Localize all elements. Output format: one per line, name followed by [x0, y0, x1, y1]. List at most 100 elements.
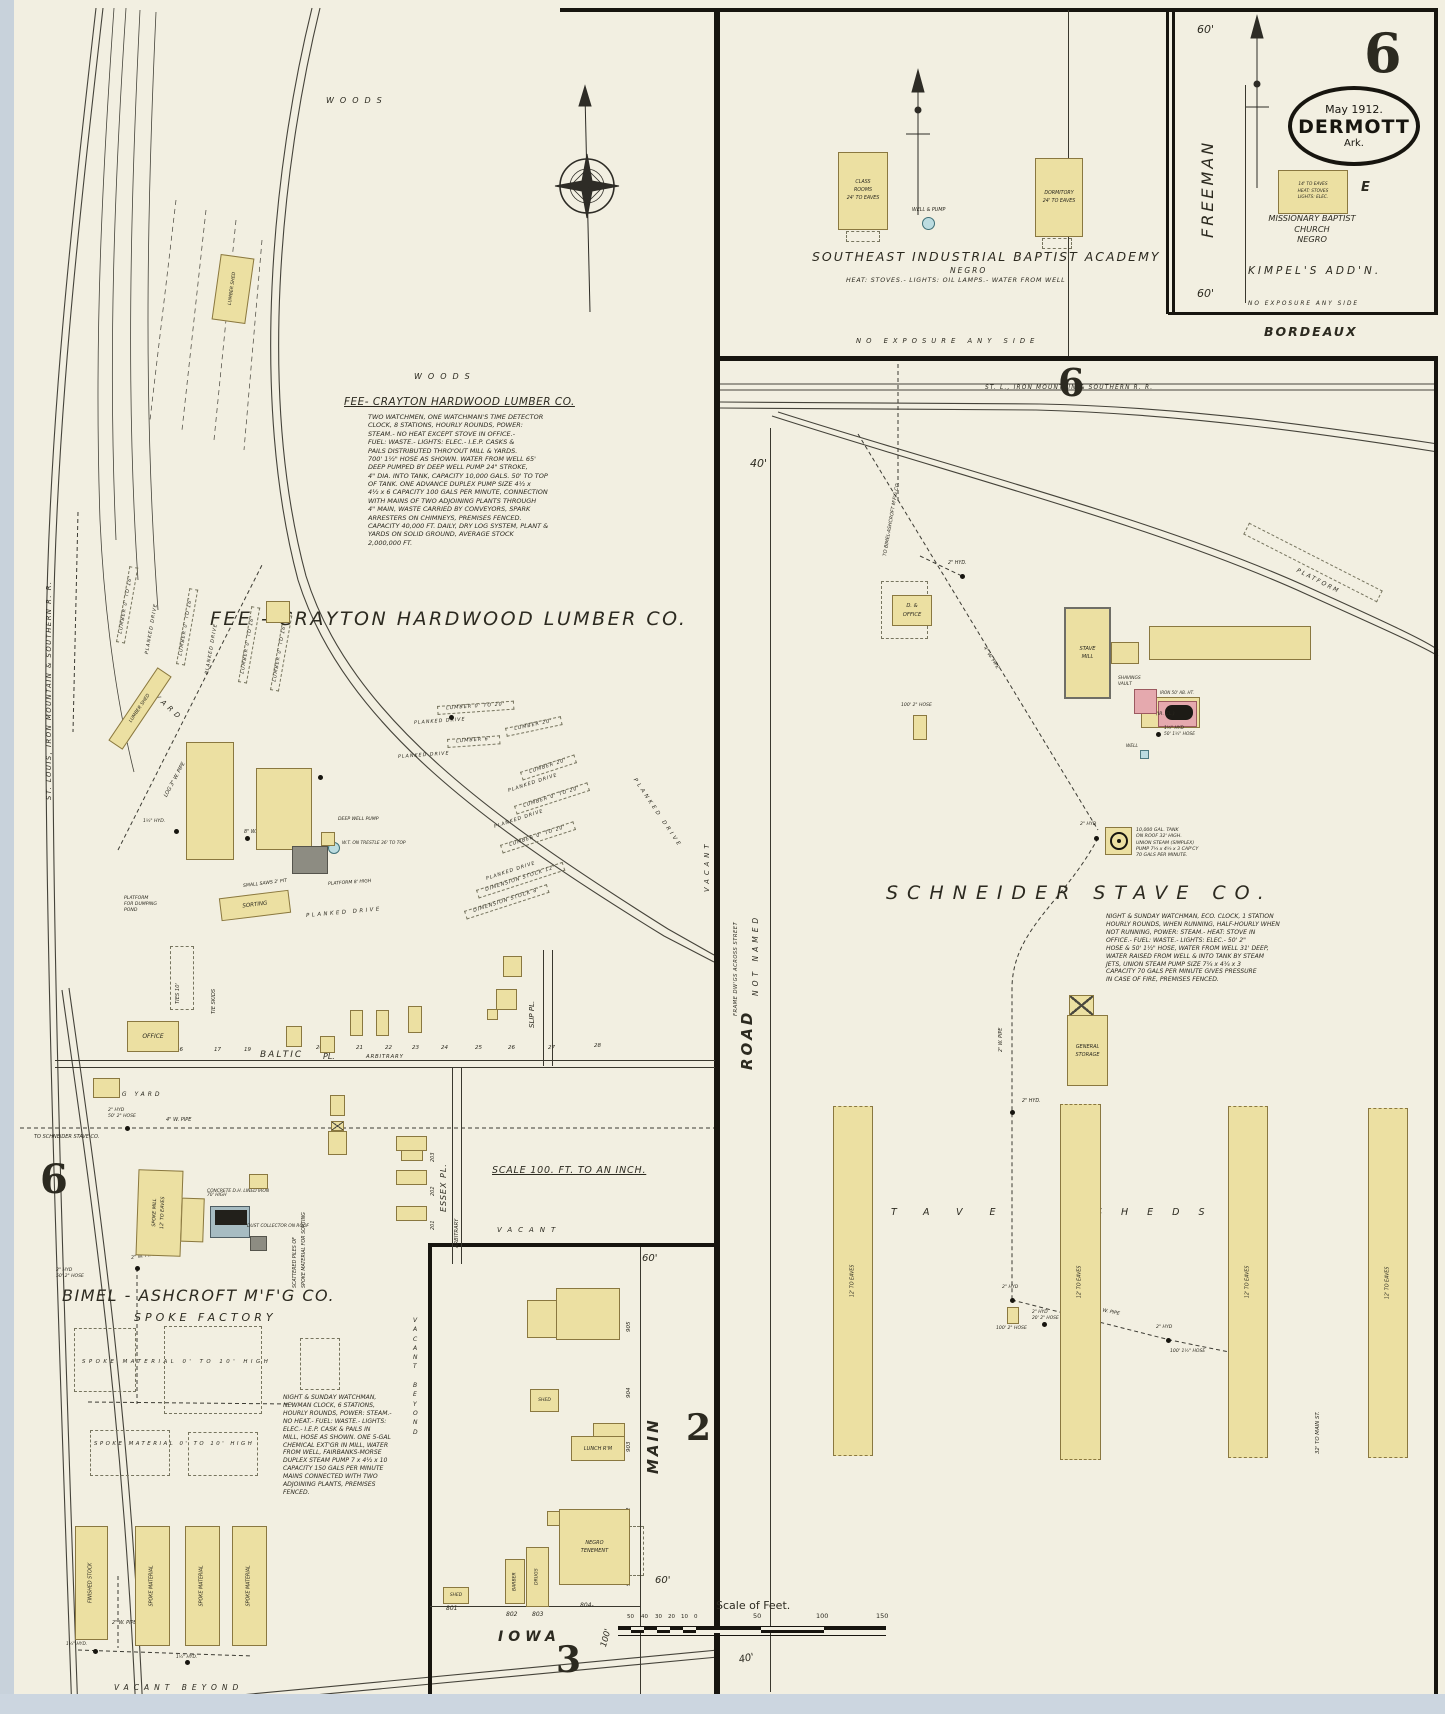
bottom-iowa-lots-3: 804-	[580, 1602, 594, 1609]
streets-baltic-lots-9: 25	[475, 1045, 482, 1051]
bimel-pipe2b: 2" W. PIPE	[112, 1621, 137, 1626]
slip-dwelling-2	[496, 989, 517, 1010]
sheet-right-panel-ref: 6	[1058, 360, 1085, 405]
schneider-mill-attach	[1111, 642, 1139, 664]
schneider-hose-house-south	[1007, 1307, 1019, 1324]
railroad-siding	[111, 7, 127, 541]
fee-crayton-yard-rows-9: LUMBER 0' TO 20'	[500, 821, 577, 854]
sub-shed-1: SHED	[530, 1389, 559, 1412]
schneider-stave-shed-2-label: 12' TO EAVES	[1077, 1265, 1083, 1299]
hydrant-dot	[1155, 731, 1161, 737]
academy-class-rooms-label: CLASS ROOMS 24' TO EAVES	[846, 180, 880, 201]
sub-drug-store-label: DRUGS	[534, 1568, 540, 1586]
bimel-strip-spoke-3-label: SPOKE MATERIAL	[246, 1565, 252, 1607]
fee-crayton-trestle-tank: W.T. ON TRESTLE 36' TO TOP	[342, 841, 406, 846]
bimel-hyd3: 1½" HYD.	[176, 1655, 198, 1660]
sub-dwelling-main	[556, 1288, 620, 1340]
compass-diamond	[569, 168, 605, 204]
essex-pl-street-line[interactable]	[452, 1068, 454, 1264]
sub-shed-2: SHED	[443, 1587, 469, 1604]
schneider-stave-shed-2: 12' TO EAVES	[1060, 1104, 1101, 1460]
yard-row-line	[149, 199, 263, 451]
slip-pl-street-line[interactable]	[543, 950, 545, 1066]
roof-tank-icon	[1109, 832, 1128, 850]
streets-essex-lots-0: 203	[430, 1152, 436, 1162]
hydrant-dot	[448, 714, 454, 720]
streets-baltic-pl: PL.	[323, 1052, 335, 1061]
schneider-stave-shed-1: 12' TO EAVES	[833, 1106, 873, 1456]
road-east-line[interactable]	[770, 428, 772, 1692]
streets-baltic-lots-3: 19	[244, 1047, 251, 1053]
border-schneider-top	[714, 356, 1438, 361]
border-kimpel-divider	[1166, 8, 1169, 314]
water-pipe-log	[117, 564, 263, 851]
compass-arrowhead	[578, 84, 592, 107]
streets-baltic-lots-10: 26	[508, 1045, 515, 1051]
kimpel-church: MISSIONARY BAPTIST CHURCH NEGRO	[1268, 213, 1356, 245]
baltic-dwelling-1	[286, 1026, 302, 1047]
fee-office-label: OFFICE	[142, 1032, 164, 1040]
sub-tenement-ext	[629, 1526, 644, 1576]
fee-crayton-platform-high: PLATFORM 8' HIGH	[327, 878, 372, 887]
kimpel-dim-top: 60'	[1197, 23, 1215, 36]
streets-baltic: BALTIC	[260, 1050, 304, 1060]
bimel-dust: DUST COLLECTOR ON ROOF	[247, 1224, 309, 1229]
sub-lunch-attach	[593, 1423, 625, 1437]
streets-essex: ESSEX PL.	[439, 1163, 448, 1212]
main-st-west-line[interactable]	[640, 1247, 642, 1714]
fee-lumber-shed-1-label: LUMBER SHED	[228, 272, 238, 306]
bimel-name: BIMEL - ASHCROFT M'F'G CO.	[62, 1286, 336, 1305]
streets-road-vacant: VACANT	[703, 840, 711, 892]
sub-lunch-room-label: LUNCH R'M	[583, 1445, 613, 1452]
essex-pl-street-line[interactable]	[461, 1068, 463, 1264]
scale-ticks-big-2: 150	[876, 1612, 889, 1620]
scale-bar-segment	[698, 1627, 886, 1630]
academy-well-icon	[922, 217, 935, 230]
railroad-yard-spur	[278, 7, 715, 956]
schneider-hyd-s2: 2" HYD 20' 2" HOSE	[1032, 1310, 1059, 1321]
streets-iowa: IOWA	[498, 1629, 561, 1645]
fee-crayton-pipe-to-schneider: TO SCHNEIDER STAVE CO.	[34, 1134, 100, 1140]
schneider-stave-shed-4: 12' TO EAVES	[1368, 1108, 1408, 1458]
sub-dwelling-wing	[527, 1300, 561, 1338]
bimel-strip-spoke-3: SPOKE MATERIAL	[232, 1526, 267, 1646]
slip-pl-street-line[interactable]	[552, 950, 554, 1066]
bimel-concrete: CONCRETE D.H. LINED IRON 70' HIGH	[207, 1189, 270, 1199]
fee-crayton-yard-rows-1: PLANKED DRIVE	[413, 717, 466, 726]
streets-baltic-lots-6: 22	[385, 1045, 392, 1051]
schneider-ir-cl: (IR. CL.)	[1156, 712, 1175, 717]
scale-bar-segment	[618, 1627, 698, 1630]
schneider-tank-note: 10,000 GAL. TANK ON ROOF 32' HIGH. UNION…	[1136, 828, 1199, 859]
streets-road: ROAD	[738, 1009, 756, 1070]
streets-baltic-lots-4: 20	[316, 1045, 323, 1052]
scale-ticks-small-0: 50	[627, 1614, 634, 1620]
hydrant-dot	[124, 1125, 130, 1131]
streets-baltic-lots-1: 16	[176, 1047, 183, 1053]
sub-drug-store: DRUGS	[526, 1547, 549, 1607]
fee-crayton-hyd-mill: 1½" HYD.	[143, 819, 166, 824]
schneider-to-bimel: TO BIMEL-ASHCROFT M'F'G CO.	[883, 481, 901, 557]
fee-office: OFFICE	[127, 1021, 179, 1052]
streets-slip: SLIP PL.	[528, 1000, 536, 1028]
fee-mill-main	[186, 742, 234, 860]
essex-dwelling-3	[396, 1206, 427, 1221]
fee-crayton-pipe4: 4" W. PIPE	[166, 1117, 192, 1123]
schneider-shavings-vault	[1134, 689, 1157, 714]
schneider-stave-mill: STAVE MILL	[1064, 607, 1111, 699]
north-arrow-kimpel-head	[1250, 14, 1264, 39]
bimel-material-box-4	[90, 1430, 170, 1476]
kimpel-block-letter: E	[1361, 180, 1370, 195]
fee-mill-gray	[292, 846, 328, 874]
hydrant-dot	[1041, 1321, 1047, 1327]
streets-road-frame: FRAME DW'GS ACROSS STREET	[733, 921, 739, 1016]
baltic-pl-street-line[interactable]	[55, 1067, 715, 1069]
fee-crayton-block-title: FEE- CRAYTON HARDWOOD LUMBER CO.	[344, 396, 575, 408]
sheet-iowa-st-ref: 3	[556, 1639, 582, 1681]
schneider-stave-shed-3: 12' TO EAVES	[1228, 1106, 1268, 1458]
baltic-pl-street-line[interactable]	[55, 1060, 715, 1062]
baltic-dwelling-5	[408, 1006, 422, 1033]
fee-crayton-hyd-baltic: 2" HYD 50' 2" HOSE	[108, 1108, 136, 1119]
academy-dormitory: DORMITORY 24' TO EAVES	[1035, 158, 1083, 237]
water-pipe-4in	[857, 433, 1099, 831]
bimel-engine-gray	[250, 1236, 267, 1251]
